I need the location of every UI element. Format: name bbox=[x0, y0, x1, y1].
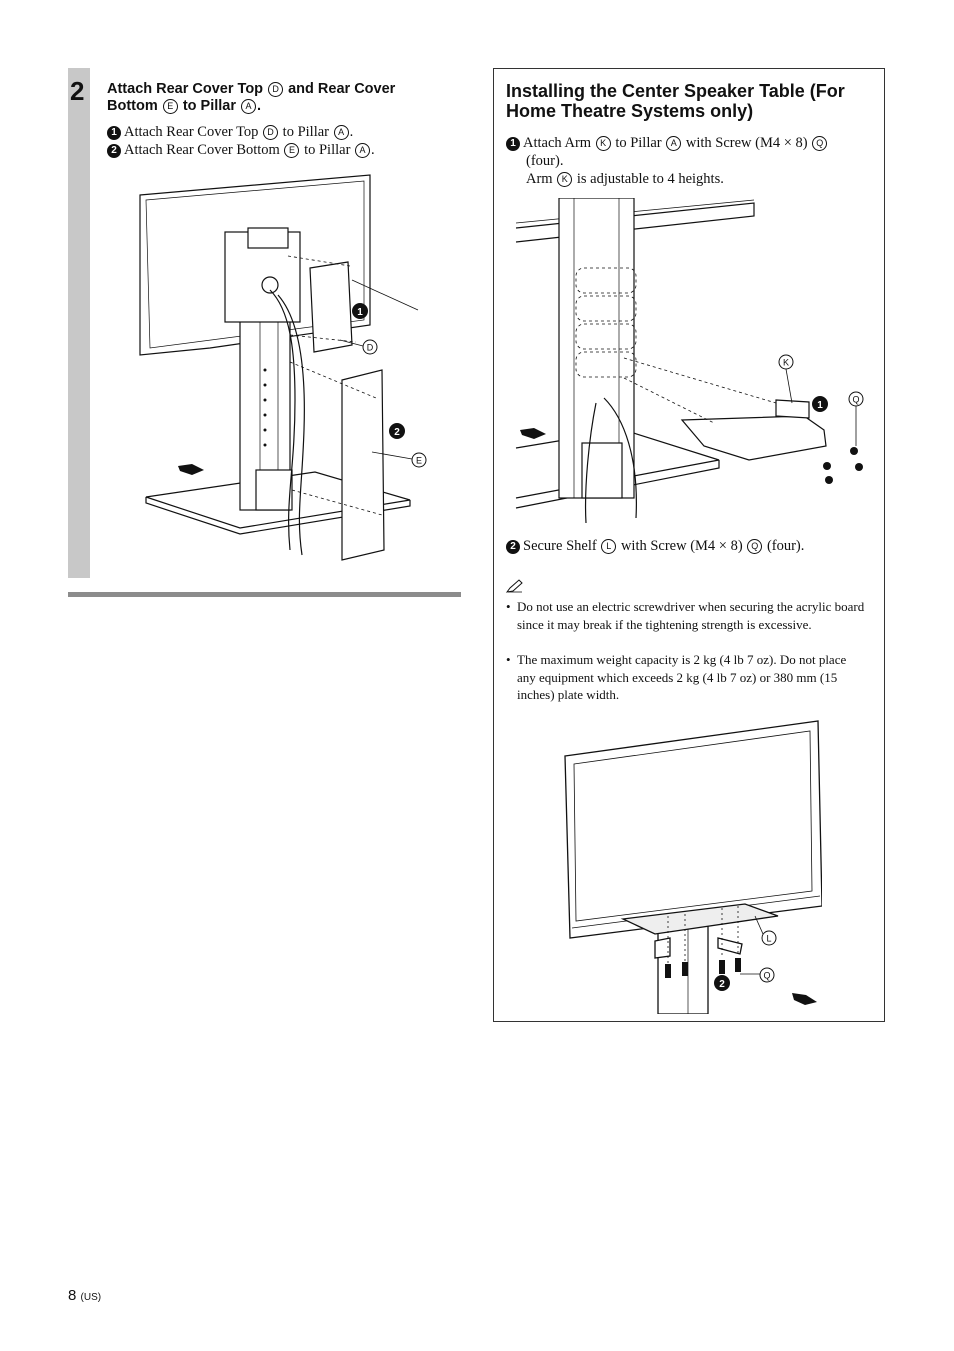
callout-part-k: K bbox=[783, 358, 789, 368]
arm-attach-illustration: K 1 Q bbox=[515, 198, 864, 523]
right-section-heading: Installing the Center Speaker Table (For… bbox=[506, 81, 845, 121]
note-item: • Do not use an electric screwdriver whe… bbox=[506, 599, 865, 632]
pencil-note-icon bbox=[506, 579, 523, 593]
step-bar bbox=[68, 68, 90, 578]
shelf-illustration: L 2 Q bbox=[564, 720, 822, 1014]
callout-step-2-right: 2 bbox=[719, 979, 725, 990]
section-rule bbox=[68, 592, 461, 597]
left-step-heading: Attach Rear Cover Top D and Rear Cover B… bbox=[107, 81, 396, 114]
step-number: 2 bbox=[70, 76, 85, 106]
callout-part-d: D bbox=[367, 343, 374, 353]
rear-cover-illustration: 1 D 2 E bbox=[139, 174, 427, 561]
note-item: • The maximum weight capacity is 2 kg (4… bbox=[506, 652, 847, 702]
page-number: 8 bbox=[68, 1287, 77, 1304]
callout-part-e: E bbox=[416, 456, 422, 466]
callout-step-1: 1 bbox=[357, 307, 363, 318]
callout-step-1-right: 1 bbox=[817, 400, 823, 411]
region-code: (US) bbox=[80, 1292, 102, 1303]
callout-part-q: Q bbox=[852, 395, 859, 405]
center-speaker-table-box bbox=[493, 68, 885, 1022]
callout-part-q-shelf: Q bbox=[763, 971, 770, 981]
callout-part-l: L bbox=[766, 934, 771, 944]
page-footer: 8 (US) bbox=[68, 1287, 101, 1304]
callout-step-2: 2 bbox=[394, 427, 400, 438]
